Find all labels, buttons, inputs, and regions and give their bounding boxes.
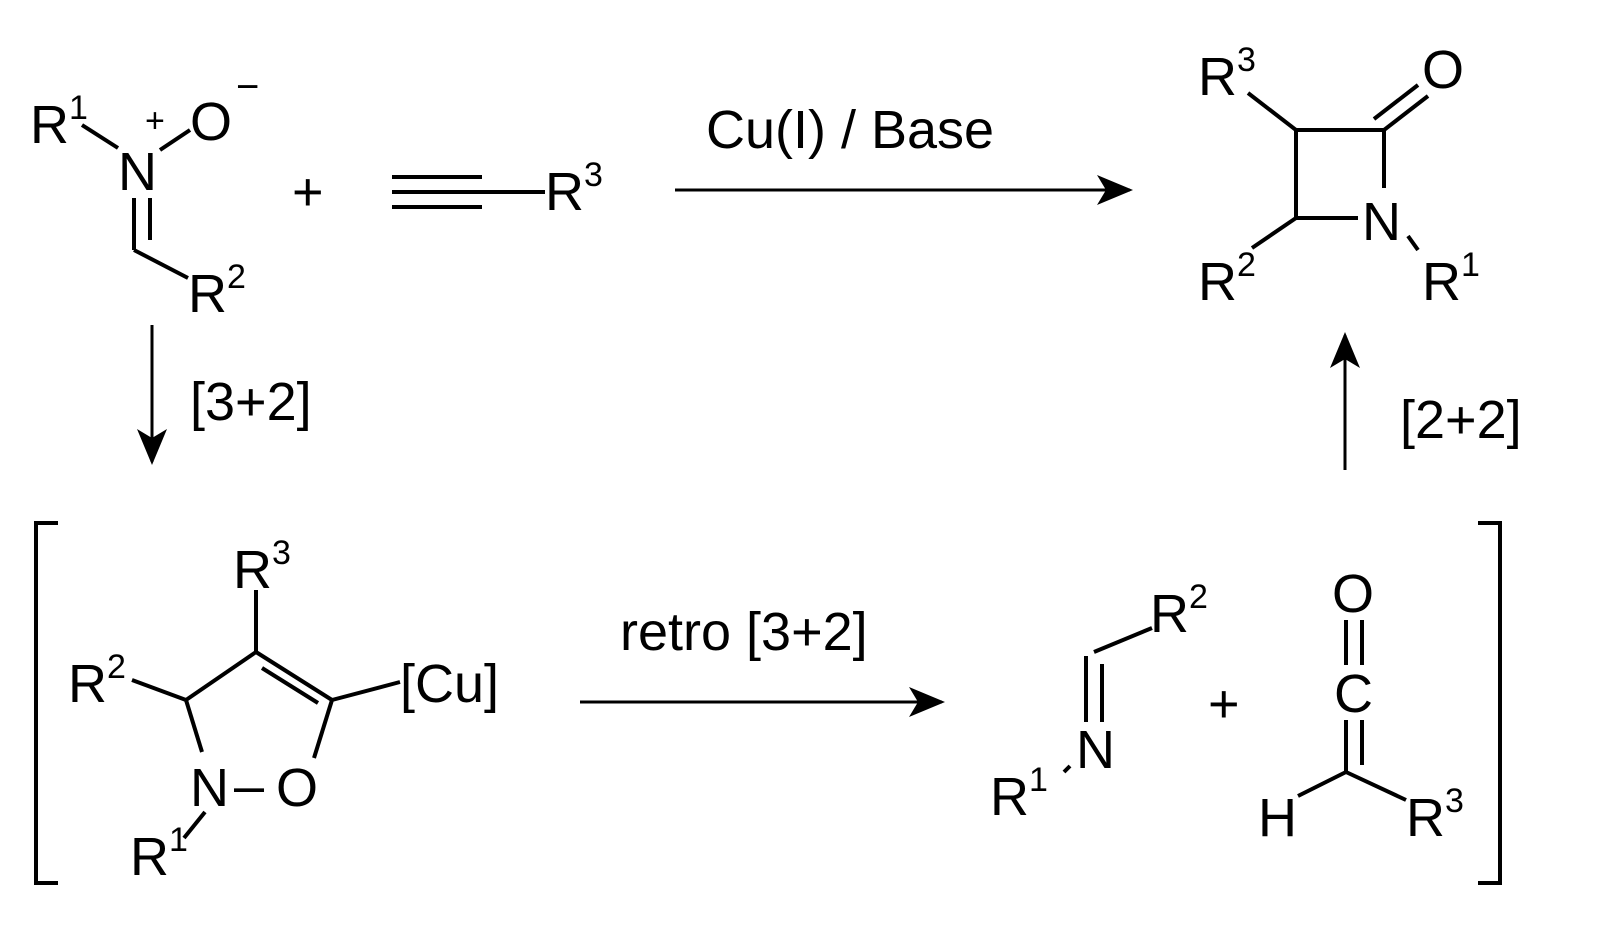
intermediate-r1-label: R1 [130, 821, 188, 887]
imine-n-label: N [1076, 720, 1115, 780]
ketene-c-label: C [1334, 664, 1373, 724]
bond-c4-c5-double-2 [260, 666, 320, 705]
intermediate-r3-label: R3 [233, 534, 291, 600]
imine-structure: R2 N R1 [990, 578, 1208, 827]
bond-c-r3 [1345, 770, 1407, 802]
bond-r1-n [80, 123, 120, 150]
nitrone-o-label: O [190, 92, 232, 152]
staudinger-label: [2+2] [1400, 390, 1522, 450]
nitrone-structure: R1 N + O − R2 [30, 65, 259, 324]
alkyne-structure: R3 [392, 156, 603, 222]
cycloaddition-label: [3+2] [190, 372, 312, 432]
alkyne-r3-label: R3 [545, 156, 603, 222]
isoxazoline-intermediate: R3 R2 [Cu] N – O R1 [68, 534, 499, 887]
intermediate-r2-label: R2 [68, 648, 126, 714]
bond-c4-r2 [1250, 216, 1298, 250]
bond-r2-c3 [131, 678, 187, 702]
product-r2-label: R2 [1198, 246, 1256, 312]
beta-lactam-structure: R3 O N R2 R1 [1198, 40, 1480, 312]
bond-co-double-1 [1382, 94, 1430, 132]
product-r1-label: R1 [1422, 246, 1480, 312]
nitrone-r1-label: R1 [30, 89, 88, 155]
bond-n-r1 [182, 810, 207, 840]
bond-n-r1 [1406, 234, 1420, 252]
intermediate-o-label: O [276, 758, 318, 818]
ketene-o-label: O [1332, 564, 1374, 624]
bond-co-double-2 [1372, 83, 1420, 121]
nitrone-r2-label: R2 [188, 258, 246, 324]
product-r3-label: R3 [1198, 41, 1256, 107]
bond-n-o [158, 128, 192, 152]
bond-n-r1 [1062, 764, 1072, 774]
bond-c5-cu [331, 680, 401, 702]
intermediate-n-label: N [190, 758, 229, 818]
plus-sign-bottom: + [1208, 674, 1240, 734]
retro-label: retro [3+2] [620, 602, 868, 662]
bond-c4-c5-double-1 [254, 650, 334, 702]
conditions-label: Cu(I) / Base [706, 100, 994, 160]
product-n-label: N [1362, 192, 1401, 252]
intermediate-cu-label: [Cu] [400, 654, 499, 714]
right-bracket [1478, 521, 1502, 885]
left-bracket [34, 521, 58, 885]
ketene-r3-label: R3 [1406, 782, 1464, 848]
plus-sign-top: + [292, 162, 324, 222]
bond-c3-c4-ring [184, 650, 258, 702]
bond-c5-o [312, 699, 334, 759]
bond-c-r2 [1093, 626, 1153, 654]
intermediate-no-dash: – [234, 756, 264, 816]
nitrone-n-label: N [118, 142, 157, 202]
imine-r2-label: R2 [1150, 578, 1208, 644]
ketene-structure: O C H R3 [1258, 564, 1464, 848]
nitrone-n-charge: + [145, 102, 165, 140]
imine-r1-label: R1 [990, 761, 1048, 827]
bond-c3-n [184, 699, 204, 753]
bond-c-r2 [133, 248, 189, 280]
ketene-h-label: H [1258, 788, 1297, 848]
nitrone-o-charge: − [236, 65, 259, 109]
product-o-label: O [1422, 40, 1464, 100]
bond-r3-c3 [1246, 91, 1298, 132]
bond-c-h [1297, 770, 1347, 798]
